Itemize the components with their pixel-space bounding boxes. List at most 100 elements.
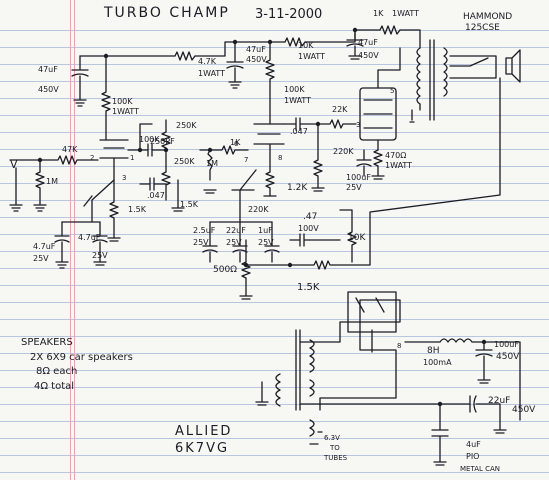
label-c-filter-left: 47uF bbox=[38, 65, 58, 74]
label-c-power3-type: METAL CAN bbox=[460, 465, 500, 473]
label-r-tone2: 250K bbox=[176, 121, 197, 130]
label-r-plate-feed: 4.7K bbox=[198, 57, 217, 66]
output-transformer bbox=[409, 39, 521, 123]
schematic-date: 3-11-2000 bbox=[255, 7, 322, 22]
tone-stack bbox=[127, 119, 249, 212]
power-transformer-ground bbox=[255, 381, 269, 406]
capacitor-power3 bbox=[431, 403, 449, 466]
label-c-power2: 22uF bbox=[488, 396, 510, 406]
speakers-heading: SPEAKERS bbox=[21, 337, 73, 348]
pin-label-h: 5 bbox=[390, 87, 394, 95]
filter-capacitors bbox=[71, 29, 364, 107]
pin-label-b: 3 bbox=[122, 174, 126, 182]
power-tube bbox=[356, 47, 401, 180]
capacitor-bypass2 bbox=[92, 221, 108, 266]
label-r-cathode1: 1.5K bbox=[128, 205, 147, 214]
power-transformer-core bbox=[295, 329, 301, 411]
label-heater-target: TUBES bbox=[323, 454, 348, 462]
label-c-bypass1: 4.7uF bbox=[33, 242, 56, 251]
preamp-tube-1 bbox=[99, 139, 129, 159]
pin-label-f: 8 bbox=[278, 154, 282, 162]
speakers-line3: 4Ω total bbox=[34, 381, 74, 392]
label-c-bypass1-v: 25V bbox=[33, 254, 49, 263]
label-r-output-grid: 470Ω bbox=[385, 151, 406, 160]
capacitor-bypass5 bbox=[264, 221, 280, 263]
label-c-power1: 100uF bbox=[494, 340, 519, 349]
power-transformer-brand: ALLIED bbox=[175, 424, 232, 439]
pin-label-g: 3 bbox=[356, 121, 360, 129]
label-c-filter-mid: 47uF bbox=[246, 45, 266, 54]
label-r-grid-stop: 22K bbox=[332, 105, 348, 114]
feedback-wire bbox=[245, 77, 501, 270]
b-plus-rail bbox=[79, 25, 421, 61]
label-r-plate2: 100K bbox=[284, 85, 305, 94]
second-preamp-stage bbox=[202, 41, 357, 263]
capacitor-bright bbox=[127, 123, 167, 157]
rectifier-tube bbox=[347, 291, 397, 333]
output-transformer-lead bbox=[409, 103, 421, 123]
preamp-tube-2 bbox=[253, 123, 285, 145]
label-r-grid: 47K bbox=[62, 145, 78, 154]
label-r-plate1-rating: 1WATT bbox=[112, 107, 139, 116]
resistor-grid-stop bbox=[317, 119, 357, 129]
bright-switch bbox=[61, 179, 115, 223]
label-r-grid-out: 220K bbox=[333, 147, 354, 156]
resistor-cathode1 bbox=[107, 157, 121, 242]
coupling-network bbox=[283, 117, 325, 192]
label-c-bypass3-v: 25V bbox=[193, 238, 209, 247]
power-tube-elements bbox=[363, 47, 401, 129]
power-transformer-model: 6K7VG bbox=[175, 441, 229, 456]
pin-label-d: 6 bbox=[234, 140, 239, 148]
label-c-power3: 4uF bbox=[466, 440, 481, 449]
label-choke-current: 100mA bbox=[423, 358, 452, 367]
resistor-grid-leak bbox=[33, 159, 47, 212]
power-transformer-secondary bbox=[309, 339, 315, 397]
label-c-power3-note: PIO bbox=[466, 452, 479, 461]
resistor-grid-input bbox=[9, 155, 99, 165]
capacitor-power1 bbox=[475, 341, 493, 384]
label-heater-note: TO bbox=[329, 444, 340, 452]
label-r-neg-fb: 1.5K bbox=[297, 282, 320, 293]
label-r-screen: 10K bbox=[298, 41, 314, 50]
resistor-tone bbox=[161, 119, 171, 197]
speakers-line2: 8Ω each bbox=[36, 366, 77, 377]
transformer-brand: HAMMOND bbox=[463, 12, 512, 22]
capacitor-bypass1 bbox=[54, 221, 70, 269]
capacitor-out-bypass bbox=[356, 149, 372, 177]
label-c-bypass3: 2.5uF bbox=[193, 226, 216, 235]
speakers-line1: 2X 6X9 car speakers bbox=[30, 352, 133, 363]
junction-dots bbox=[37, 27, 487, 407]
capacitor-power2 bbox=[299, 395, 507, 434]
heater-winding bbox=[309, 419, 323, 445]
label-heater: 6.3V bbox=[324, 434, 340, 442]
label-r-pot: 500Ω bbox=[213, 265, 237, 275]
speaker-icon bbox=[505, 49, 521, 83]
label-c-power1-v: 450V bbox=[496, 352, 520, 362]
rectifier-diodes bbox=[355, 297, 385, 353]
label-c-feedback: .47 bbox=[303, 212, 317, 222]
first-preamp-stage bbox=[9, 55, 129, 269]
label-c-filter-mid-v: 450V bbox=[246, 55, 267, 64]
label-c-feedback-v: 100V bbox=[298, 224, 319, 233]
power-transformer-primary bbox=[275, 373, 281, 407]
label-c-coupling: .047 bbox=[290, 127, 308, 136]
label-c-bypass5: 1uF bbox=[258, 226, 273, 235]
label-r-screen-rating: 1WATT bbox=[298, 52, 325, 61]
resistor-plate-feed bbox=[174, 51, 196, 61]
resistor-plate1 bbox=[101, 55, 111, 141]
choke-inductor bbox=[404, 338, 521, 421]
label-c-filter-right-v: 450V bbox=[358, 51, 379, 60]
capacitor-feedback bbox=[289, 233, 341, 247]
label-r-plate1: 100K bbox=[112, 97, 133, 106]
resistor-cathode2 bbox=[263, 143, 277, 197]
label-c-bright: 250PF bbox=[150, 137, 175, 146]
negative-feedback-loop bbox=[239, 77, 501, 300]
label-c-filter-left-v: 450V bbox=[38, 85, 59, 94]
pin-label-a: 2 bbox=[90, 154, 94, 162]
pin-label-i: 8 bbox=[397, 342, 401, 350]
resistor-screen bbox=[284, 37, 306, 47]
capacitor-bypass4 bbox=[232, 221, 248, 263]
tone-ground bbox=[165, 179, 185, 212]
